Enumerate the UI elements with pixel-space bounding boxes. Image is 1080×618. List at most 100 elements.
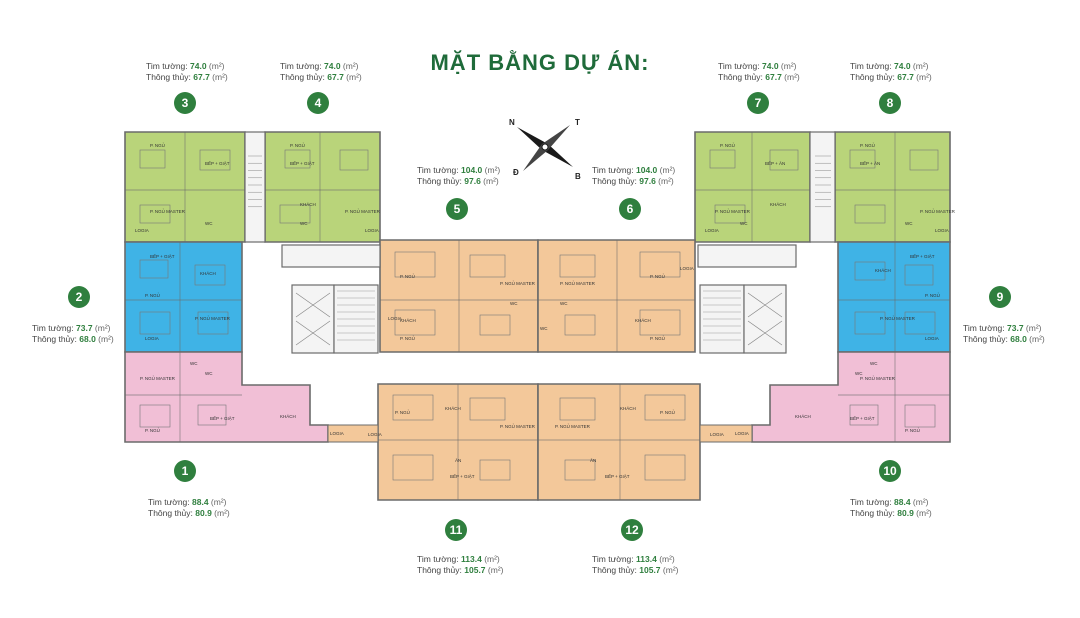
area-unit: (m²): [95, 334, 114, 344]
area-label: Thông thủy:: [592, 176, 640, 186]
room-label: BẾP + GIẶT: [605, 473, 630, 479]
unit-3-area-info: Tim tường: 74.0 (m²)Thông thủy: 67.7 (m²…: [146, 61, 228, 83]
unit-11-area-info: Tim tường: 113.4 (m²)Thông thủy: 105.7 (…: [417, 554, 503, 576]
unit-3-badge: 3: [174, 92, 196, 114]
room-label: LOGIA: [135, 228, 149, 233]
area-label: Tim tường:: [718, 61, 763, 71]
room-label: P. NGỦ MASTER: [140, 375, 176, 381]
room-label: LOGIA: [330, 431, 344, 436]
room-label: BẾP + ĂN: [860, 160, 880, 166]
furniture-outline: [279, 204, 311, 224]
area-unit: (m²): [481, 554, 500, 564]
furniture-outline: [639, 309, 681, 336]
area-value: 105.7: [464, 565, 486, 575]
furniture-outline: [139, 149, 166, 169]
furniture-outline: [644, 454, 686, 481]
unit-7-area-info: Tim tường: 74.0 (m²)Thông thủy: 67.7 (m²…: [718, 61, 800, 83]
room-label: WC: [205, 221, 213, 226]
unit-7-block: [694, 131, 811, 243]
compass-arm-s: [542, 144, 573, 167]
area-label: Tim tường:: [417, 165, 462, 175]
unit-8-block: [834, 131, 951, 243]
furniture-outline: [469, 397, 506, 421]
area-line-tim-tuong: Tim tường: 73.7 (m²): [32, 323, 114, 334]
furniture-outline: [139, 204, 171, 224]
area-unit: (m²): [1026, 334, 1045, 344]
area-unit: (m²): [92, 323, 111, 333]
area-line-thong-thuy: Thông thủy: 67.7 (m²): [146, 72, 228, 83]
room-label: KHÁCH: [445, 405, 461, 411]
unit-12-badge: 12: [621, 519, 643, 541]
area-unit: (m²): [660, 565, 679, 575]
room-label: P. NGỦ: [150, 142, 165, 148]
room-label: WC: [740, 221, 748, 226]
area-value: 80.9: [195, 508, 212, 518]
unit-12-area-info: Tim tường: 113.4 (m²)Thông thủy: 105.7 (…: [592, 554, 678, 576]
unit-8-badge: 8: [879, 92, 901, 114]
furniture-outline: [394, 309, 436, 336]
room-label: P. NGỦ MASTER: [860, 375, 896, 381]
unit-1-block: [124, 351, 329, 443]
furniture-outline: [909, 149, 939, 171]
area-value: 113.4: [461, 554, 482, 564]
area-unit: (m²): [910, 497, 929, 507]
room-label: LOGIA: [365, 228, 379, 233]
furniture-outline: [339, 149, 369, 171]
area-line-thong-thuy: Thông thủy: 68.0 (m²): [32, 334, 114, 345]
room-label: P. NGỦ: [400, 335, 415, 341]
furniture-outline: [479, 314, 511, 336]
furniture-outline: [904, 264, 934, 286]
room-label: BẾP + GIẶT: [850, 415, 875, 421]
area-line-thong-thuy: Thông thủy: 68.0 (m²): [963, 334, 1045, 345]
area-value: 74.0: [762, 61, 779, 71]
room-label: P. NGỦ MASTER: [500, 423, 536, 429]
furniture-outline: [714, 204, 746, 224]
room-label: P. NGỦ: [650, 335, 665, 341]
unit-2-area-info: Tim tường: 73.7 (m²)Thông thủy: 68.0 (m²…: [32, 323, 114, 345]
area-value: 88.4: [192, 497, 209, 507]
unit-10-block: [751, 351, 951, 443]
furniture-outline: [904, 404, 936, 428]
right-logia-connector: [699, 424, 753, 443]
room-label: WC: [300, 221, 308, 226]
furniture-outline: [849, 149, 876, 169]
room-label: WC: [855, 371, 863, 376]
unit-1-badge: 1: [174, 460, 196, 482]
area-line-thong-thuy: Thông thủy: 105.7 (m²): [417, 565, 503, 576]
furniture-outline: [644, 394, 686, 421]
furniture-outline: [849, 404, 879, 426]
room-label: WC: [190, 361, 198, 366]
area-label: Thông thủy:: [850, 508, 898, 518]
room-label: BẾP + GIẶT: [290, 160, 315, 166]
area-label: Thông thủy:: [32, 334, 80, 344]
room-label: KHÁCH: [635, 317, 651, 323]
room-label: BẾP + GIẶT: [150, 253, 175, 259]
unit-8-area-info: Tim tường: 74.0 (m²)Thông thủy: 67.7 (m²…: [850, 61, 932, 83]
elevator-shaft-mark: [295, 320, 331, 346]
area-label: Thông thủy:: [963, 334, 1011, 344]
area-unit: (m²): [206, 61, 225, 71]
furniture-outline: [194, 264, 226, 286]
furniture-outline: [197, 404, 227, 426]
furniture-outline: [564, 459, 596, 481]
area-label: Thông thủy:: [148, 508, 196, 518]
unit-4-area-info: Tim tường: 74.0 (m²)Thông thủy: 67.7 (m²…: [280, 61, 362, 83]
room-label: P. NGỦ: [860, 142, 875, 148]
area-unit: (m²): [480, 176, 499, 186]
area-line-tim-tuong: Tim tường: 74.0 (m²): [718, 61, 800, 72]
furniture-outline: [284, 149, 311, 169]
unit-7-badge: 7: [747, 92, 769, 114]
area-label: Tim tường:: [417, 554, 462, 564]
elevator-shaft-mark: [747, 292, 783, 318]
room-label: P. NGỦ MASTER: [555, 423, 591, 429]
room-label: BẾP + ĂN: [765, 160, 785, 166]
area-line-thong-thuy: Thông thủy: 97.6 (m²): [592, 176, 675, 187]
area-label: Thông thủy:: [417, 176, 465, 186]
area-unit: (m²): [913, 72, 932, 82]
area-unit: (m²): [913, 508, 932, 518]
area-line-thong-thuy: Thông thủy: 97.6 (m²): [417, 176, 500, 187]
room-label: KHÁCH: [280, 413, 296, 419]
room-label: BẾP + GIẶT: [450, 473, 475, 479]
unit-9-badge: 9: [989, 286, 1011, 308]
furniture-outline: [139, 311, 171, 335]
